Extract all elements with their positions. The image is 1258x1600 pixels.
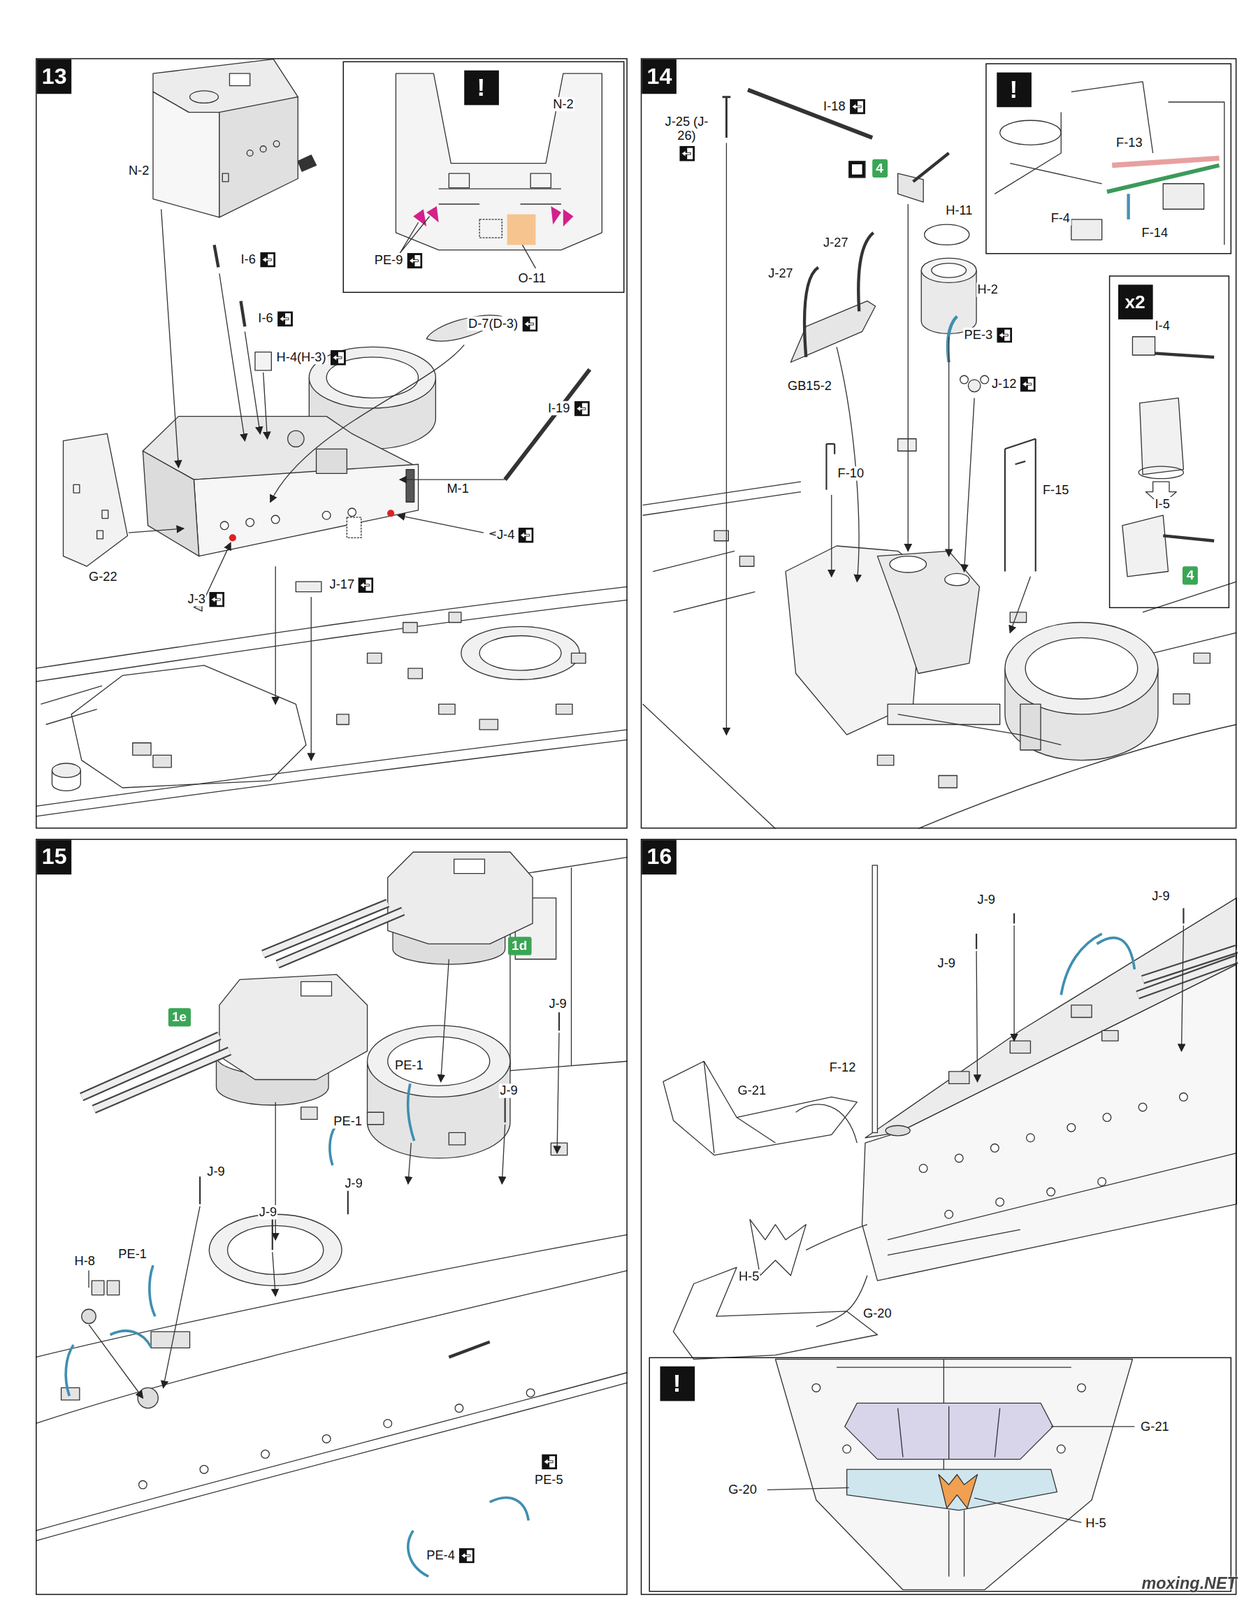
part-number: PE-1	[394, 1058, 425, 1073]
part-number: F-13	[1115, 135, 1144, 150]
part-number: F-10	[836, 466, 865, 481]
part-number: J-9	[547, 996, 568, 1011]
part-icon	[849, 98, 866, 114]
part-number: H-5	[1084, 1515, 1108, 1530]
note-mark: !	[996, 71, 1032, 107]
part-icon	[330, 349, 346, 365]
part-icon	[357, 577, 374, 593]
part-icon	[406, 252, 423, 268]
part-number: I-5	[1153, 496, 1171, 511]
step-panel: 13!	[35, 58, 628, 829]
part-number: M-1	[445, 481, 470, 496]
part-icon	[277, 311, 293, 327]
part-number: F-14	[1140, 225, 1169, 240]
part-number: PE-5	[533, 1472, 565, 1487]
part-number: J-3	[186, 591, 207, 606]
part-number: O-11	[517, 271, 547, 286]
part-number: I-18	[822, 99, 847, 114]
note-mark: !	[464, 69, 500, 105]
part-number: PE-4	[425, 1548, 456, 1563]
detail-inset: !	[648, 1356, 1232, 1592]
step-number: 15	[37, 839, 72, 875]
part-number: J-17	[328, 577, 356, 592]
step-number: 16	[641, 839, 677, 875]
part-icon	[518, 526, 534, 543]
part-number: J-9	[936, 956, 957, 971]
part-number: H-5	[737, 1269, 760, 1284]
part-number: N-2	[552, 97, 575, 112]
part-icon	[208, 591, 225, 607]
part-number: N-2	[127, 163, 150, 178]
part-number: PE-1	[332, 1114, 363, 1129]
badge-number: 4	[1186, 567, 1195, 583]
part-icon	[540, 1453, 557, 1470]
part-number: J-9	[343, 1176, 364, 1191]
part-number: G-21	[1139, 1419, 1170, 1434]
part-number: J-12	[991, 376, 1018, 391]
color-badge: 4	[1182, 566, 1198, 585]
part-number: I-4	[1153, 317, 1171, 332]
part-number: J-25 (J-26)	[663, 114, 711, 144]
part-number: PE-3	[963, 327, 994, 342]
part-number: H-2	[976, 282, 999, 297]
badge-number: 4	[875, 159, 884, 175]
color-badge: 1e	[167, 1007, 191, 1026]
watermark: moxing.NET	[1140, 1575, 1238, 1590]
part-number: J-4	[495, 527, 516, 542]
step-number: 13	[37, 59, 72, 95]
part-number: J-9	[499, 1083, 519, 1098]
part-number: I-6	[257, 311, 274, 325]
part-number: G-20	[727, 1482, 758, 1497]
badge-number: 1e	[171, 1008, 187, 1024]
badge-number: 1d	[511, 937, 527, 953]
part-number: J-27	[822, 235, 850, 250]
part-number: PE-9	[373, 252, 404, 267]
part-number: J-27	[767, 266, 794, 281]
part-number: J-9	[206, 1164, 226, 1179]
part-number: F-12	[828, 1060, 857, 1075]
part-number: G-21	[736, 1083, 767, 1098]
detail-inset: !	[984, 62, 1231, 254]
part-icon	[679, 146, 695, 162]
part-number: GB15-2	[786, 378, 834, 393]
note-mark: x2	[1117, 284, 1153, 320]
part-number: I-19	[546, 401, 571, 416]
part-number: J-9	[257, 1204, 278, 1219]
part-number: H-4(H-3)	[275, 350, 328, 365]
part-number: J-9	[976, 892, 996, 907]
step-panel: 14 4! x2 4	[640, 58, 1238, 829]
part-number: H-8	[73, 1253, 96, 1268]
part-number: PE-1	[117, 1246, 148, 1261]
part-number: I-6	[239, 252, 257, 267]
part-icon	[522, 315, 538, 332]
note-mark: !	[659, 1365, 695, 1401]
part-number: D-7(D-3)	[467, 316, 520, 331]
part-number: G-22	[88, 569, 119, 584]
part-number: G-20	[862, 1306, 893, 1321]
part-icon	[996, 327, 1012, 343]
step-panel: 16!	[640, 838, 1238, 1595]
color-badge: 4	[871, 158, 887, 177]
part-number: H-11	[944, 203, 974, 218]
part-icon	[1020, 376, 1036, 392]
part-number: J-9	[1151, 888, 1171, 903]
part-icon	[574, 400, 590, 416]
part-icon	[259, 251, 276, 267]
part-icon	[459, 1547, 475, 1563]
color-badge: 1d	[507, 935, 532, 954]
part-number: F-4	[1049, 211, 1071, 226]
step-number: 14	[641, 59, 677, 95]
part-number: F-15	[1042, 482, 1070, 497]
